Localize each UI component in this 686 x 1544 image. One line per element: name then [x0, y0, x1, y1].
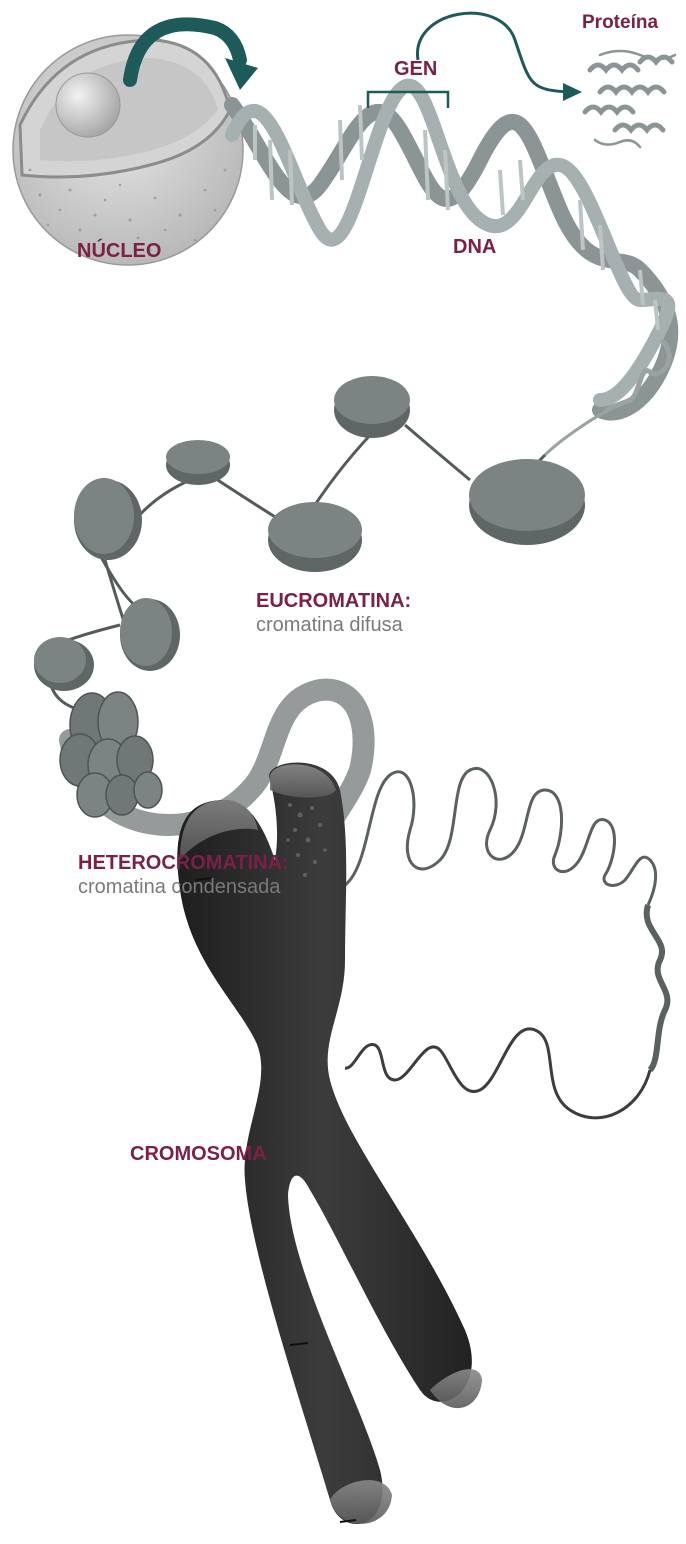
nucleosome — [34, 637, 94, 691]
condensed-nucleosomes — [60, 692, 162, 817]
chromatin-fiber — [60, 690, 667, 1118]
nucleosomes — [34, 376, 585, 691]
nucleosome — [268, 502, 362, 572]
protein-label: Proteína — [582, 12, 658, 34]
chromosome-label: CROMOSOMA — [130, 1143, 267, 1166]
nucleosome — [469, 459, 585, 545]
gene-label: GEN — [394, 58, 437, 81]
euchromatin-description: cromatina difusa — [256, 614, 403, 637]
dna-helix — [232, 86, 670, 455]
heterochromatin-title: HETEROCROMATINA: — [78, 852, 289, 875]
euchromatin-title: EUCROMATINA: — [256, 590, 411, 613]
protein-structure — [585, 51, 675, 147]
gene-to-protein-arrow — [417, 13, 582, 101]
nucleosome — [120, 598, 180, 671]
nucleosome — [334, 376, 410, 438]
heterochromatin-description: cromatina condensada — [78, 876, 280, 899]
nucleosome — [166, 440, 230, 485]
dna-label: DNA — [453, 236, 496, 259]
nucleus-label: NÚCLEO — [77, 240, 161, 263]
nucleosome — [74, 478, 142, 560]
